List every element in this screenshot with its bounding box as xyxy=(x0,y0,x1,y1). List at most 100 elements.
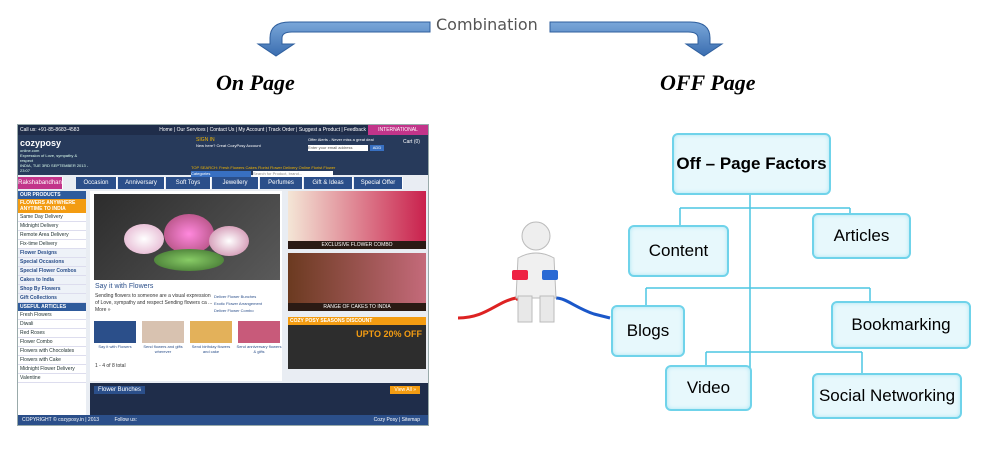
flower-bunches-heading: Flower Bunches xyxy=(94,386,146,394)
site-nav: Rakshabandhan Occasion Anniversary Soft … xyxy=(18,177,428,189)
logo-sub: online.com xyxy=(20,148,40,153)
site-logo[interactable]: cozyposy online.com Expression of Love, … xyxy=(20,138,90,173)
promo-flower-combo[interactable]: EXCLUSIVE FLOWER COMBO xyxy=(288,191,426,249)
thumbnail[interactable] xyxy=(238,321,280,343)
thumb-caption: Say it with Flowers xyxy=(98,344,132,349)
article-chocolates[interactable]: Flowers with Chocolates xyxy=(18,347,86,356)
footer-links[interactable]: Cozy Posy | Sitemap xyxy=(373,417,420,423)
promo-caption: EXCLUSIVE FLOWER COMBO xyxy=(288,241,426,249)
article-valentine[interactable]: Valentine xyxy=(18,374,86,383)
sidebar-cakes[interactable]: Cakes to India xyxy=(18,276,86,285)
combination-arrows xyxy=(256,21,724,57)
article-flower-combo[interactable]: Flower Combo xyxy=(18,338,86,347)
thumbnail-row: Say it with Flowers Send flowers and gif… xyxy=(94,321,282,357)
discount-title: COZY POSY SEASONS DISCOUNT xyxy=(288,317,426,325)
person-with-plugs-icon xyxy=(457,221,611,323)
hero-link[interactable]: Deliver Flower Bunches xyxy=(214,294,257,299)
sidebar-special-combos[interactable]: Special Flower Combos xyxy=(18,267,86,276)
website-screenshot: Call us: +91-85-8683-4583 Home | Our Ser… xyxy=(17,124,429,426)
site-footer: COPYRIGHT © cozyposy.in | 2013 Follow us… xyxy=(18,415,428,425)
article-cake[interactable]: Flowers with Cake xyxy=(18,356,86,365)
flower-image xyxy=(164,214,214,254)
article-fresh-flowers[interactable]: Fresh Flowers xyxy=(18,311,86,320)
combination-label: Combination xyxy=(436,15,538,34)
hero-link[interactable]: Deliver Flower Combo xyxy=(214,308,254,313)
site-main: Say it with Flowers Sending flowers to s… xyxy=(90,191,282,381)
thumb-caption: Send birthday flowers and cake xyxy=(191,344,231,354)
sidebar-same-day[interactable]: Same Day Delivery xyxy=(18,213,86,222)
nav-special-offer[interactable]: Special Offer xyxy=(354,177,403,189)
email-input[interactable]: Enter your email address xyxy=(308,145,368,151)
tagline: Expression of Love, sympathy & respect xyxy=(20,153,78,163)
discount-percent: UPTO 20% OFF xyxy=(356,329,422,339)
follow-us: Follow us: xyxy=(114,417,137,423)
nav-occasion[interactable]: Occasion xyxy=(76,177,117,189)
product-search-input[interactable]: Search for Product, brand... xyxy=(253,171,333,177)
logo-text: cozyposy xyxy=(20,138,62,148)
article-diwali[interactable]: Diwali xyxy=(18,320,86,329)
offer-alerts: Offer Alerts - Never miss a great deal xyxy=(308,137,374,142)
thumbnail[interactable] xyxy=(190,321,232,343)
social-networking-box: Social Networking xyxy=(812,373,962,419)
flowers-anywhere-heading: FLOWERS ANYWHERE ANYTIME TO INDIA xyxy=(18,199,86,213)
sidebar-fixtime[interactable]: Fix-time Delivery xyxy=(18,240,86,249)
promo-caption: RANGE OF CAKES TO INDIA xyxy=(288,303,426,311)
new-here-link[interactable]: New here? Creat CozyPosy Account xyxy=(196,143,261,148)
thumbnail[interactable] xyxy=(142,321,184,343)
blogs-box: Blogs xyxy=(611,305,685,357)
articles-box: Articles xyxy=(812,213,911,259)
article-red-roses[interactable]: Red Roses xyxy=(18,329,86,338)
pager-text: 1 - 4 of 8 total xyxy=(95,363,126,369)
promo-cakes[interactable]: RANGE OF CAKES TO INDIA xyxy=(288,253,426,311)
nav-gift-ideas[interactable]: Gift & Ideas xyxy=(304,177,353,189)
site-sidebar: OUR PRODUCTS FLOWERS ANYWHERE ANYTIME TO… xyxy=(18,191,86,421)
nav-perfumes[interactable]: Perfumes xyxy=(260,177,303,189)
site-date: INDIA, TUE 3RD SEPTEMBER 2013 - 23:07 xyxy=(20,163,89,173)
hero-image[interactable] xyxy=(94,194,280,280)
topbar-phone: Call us: +91-85-8683-4583 xyxy=(20,127,80,133)
nav-soft-toys[interactable]: Soft Toys xyxy=(166,177,211,189)
sidebar-flower-designs[interactable]: Flower Designs xyxy=(18,249,86,258)
nav-rakshabandhan[interactable]: Rakshabandhan xyxy=(18,177,63,189)
thumb-caption: Send anniversary flowers & gifts xyxy=(236,344,282,354)
article-midnight[interactable]: Midnight Flower Delivery xyxy=(18,365,86,374)
sidebar-remote[interactable]: Remote Area Delivery xyxy=(18,231,86,240)
sidebar-shop-by-flowers[interactable]: Shop By Flowers xyxy=(18,285,86,294)
signin-block: SIGN IN New here? Creat CozyPosy Account xyxy=(196,137,286,148)
signin-link[interactable]: SIGN IN xyxy=(196,137,215,143)
nav-anniversary[interactable]: Anniversary xyxy=(118,177,165,189)
on-page-heading: On Page xyxy=(216,70,295,95)
hero-title: Say it with Flowers xyxy=(95,283,154,290)
hero-text: Sending flowers to someone are a visual … xyxy=(95,293,213,313)
flower-image xyxy=(154,249,224,271)
categories-select[interactable]: Categories xyxy=(191,171,251,177)
flower-image xyxy=(124,224,164,254)
sidebar-special-occasions[interactable]: Special Occasions xyxy=(18,258,86,267)
right-arrow xyxy=(549,21,724,57)
off-page-factors-box: Off – Page Factors xyxy=(672,133,831,195)
thumbnail[interactable] xyxy=(94,321,136,343)
nav-jewellery[interactable]: Jewellery xyxy=(212,177,259,189)
off-page-heading: OFF Page xyxy=(660,70,756,95)
hero-links: Deliver Flower Bunches Exotic Flower Arr… xyxy=(214,293,284,314)
content-box: Content xyxy=(628,225,729,277)
flower-image xyxy=(209,226,249,256)
view-all-button[interactable]: View All » xyxy=(390,386,420,394)
sidebar-midnight[interactable]: Midnight Delivery xyxy=(18,222,86,231)
our-products-heading: OUR PRODUCTS xyxy=(18,191,86,199)
add-button[interactable]: ADD xyxy=(370,145,384,151)
video-box: Video xyxy=(665,365,752,411)
top-search: TOP SEARCH: Fresh Flowers Cakes Florist … xyxy=(191,165,336,170)
sidebar-gift-collections[interactable]: Gift Collections xyxy=(18,294,86,303)
hero-link[interactable]: Exotic Flower Arrangement xyxy=(214,301,263,306)
left-arrow xyxy=(256,21,431,57)
thumb-caption: Send flowers and gifts wherever xyxy=(143,344,183,354)
bookmarking-box: Bookmarking xyxy=(831,301,971,349)
discount-banner[interactable]: COZY POSY SEASONS DISCOUNT UPTO 20% OFF xyxy=(288,317,426,369)
useful-articles-heading: USEFUL ARTICLES xyxy=(18,303,86,311)
flower-bunches-section: Flower Bunches View All » xyxy=(90,383,428,417)
cart-button[interactable]: Cart (0) xyxy=(403,139,420,145)
copyright: COPYRIGHT © cozyposy.in | 2013 xyxy=(22,417,100,423)
topbar-links[interactable]: Home | Our Services | Contact Us | My Ac… xyxy=(159,127,366,133)
